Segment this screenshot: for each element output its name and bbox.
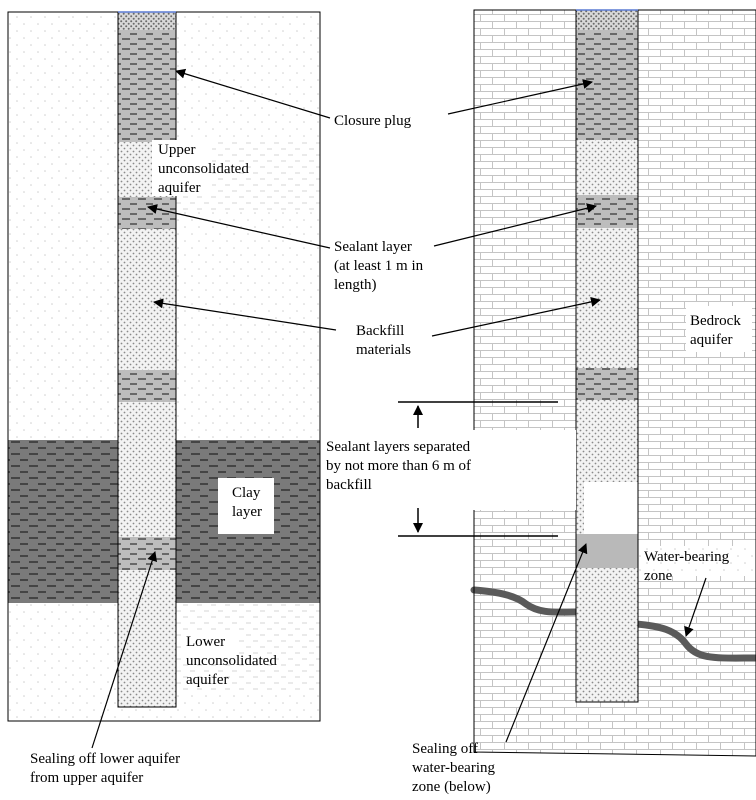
left-bore-backfill-2 bbox=[118, 229, 176, 370]
right-bore-backfill-1 bbox=[576, 140, 638, 195]
sealant-layer-label: Sealant layer (at least 1 m in length) bbox=[334, 239, 424, 293]
sealant-arrow-left bbox=[147, 204, 331, 249]
closure-plug-arrow-left bbox=[175, 68, 331, 119]
left-well-panel bbox=[7, 11, 321, 722]
left-sealant-layer-1 bbox=[118, 197, 176, 229]
fracture-zone bbox=[470, 586, 756, 662]
right-bore-white-gap bbox=[584, 482, 638, 534]
right-bore-top-gravel bbox=[576, 10, 638, 30]
closure-plug-label: Closure plug bbox=[334, 113, 412, 129]
upper-aquifer-label-bg bbox=[152, 140, 212, 196]
sealant-arrow-right bbox=[433, 203, 597, 247]
lower-aquifer-label-bg bbox=[182, 630, 238, 660]
sealing-water-label: Sealing off water-bearing zone (below) bbox=[412, 741, 495, 795]
water-zone-arrow bbox=[684, 577, 707, 637]
left-bore-top-gravel bbox=[118, 12, 176, 30]
lower-aquifer-label: Lower unconsolidated aquifer bbox=[186, 634, 277, 688]
right-bore-backfill-2 bbox=[576, 228, 638, 368]
sealant-separation-label: Sealant layers separated by not more tha… bbox=[326, 439, 471, 493]
backfill-label: Backfill materials bbox=[356, 323, 411, 358]
left-bore-backfill-3 bbox=[118, 402, 176, 537]
sealing-lower-arrow bbox=[91, 551, 158, 749]
right-well-panel bbox=[470, 9, 756, 757]
left-sealant-layer-3 bbox=[118, 537, 176, 570]
water-zone-label-bg bbox=[636, 546, 756, 576]
backfill-arrow-right bbox=[431, 296, 601, 337]
left-closure-plug bbox=[118, 30, 176, 142]
backfill-arrow-left bbox=[153, 298, 337, 331]
right-bore-backfill-4 bbox=[576, 568, 638, 702]
bedrock-label-bg bbox=[686, 306, 752, 352]
right-sealant-layer-1 bbox=[576, 195, 638, 228]
closure-plug-arrow-right bbox=[447, 79, 593, 115]
sealing-water-arrow bbox=[505, 543, 588, 743]
callout-arrows bbox=[91, 68, 707, 749]
clay-layer-label: Clay layer bbox=[232, 485, 262, 520]
bedrock-aquifer-label: Bedrock aquifer bbox=[690, 313, 741, 348]
separation-label-bg bbox=[324, 430, 576, 510]
sealing-lower-label: Sealing off lower aquifer from upper aqu… bbox=[30, 751, 181, 786]
upper-aquifer-label: Upper unconsolidated aquifer bbox=[158, 142, 249, 196]
water-bearing-zone-label: Water-bearing zone bbox=[644, 549, 730, 584]
right-sealant-layer-2 bbox=[576, 368, 638, 400]
clay-label-bg bbox=[218, 478, 274, 534]
right-closure-plug bbox=[576, 30, 638, 140]
left-sealant-layer-2 bbox=[118, 370, 176, 402]
water-bearing-zone-fill bbox=[576, 534, 638, 568]
